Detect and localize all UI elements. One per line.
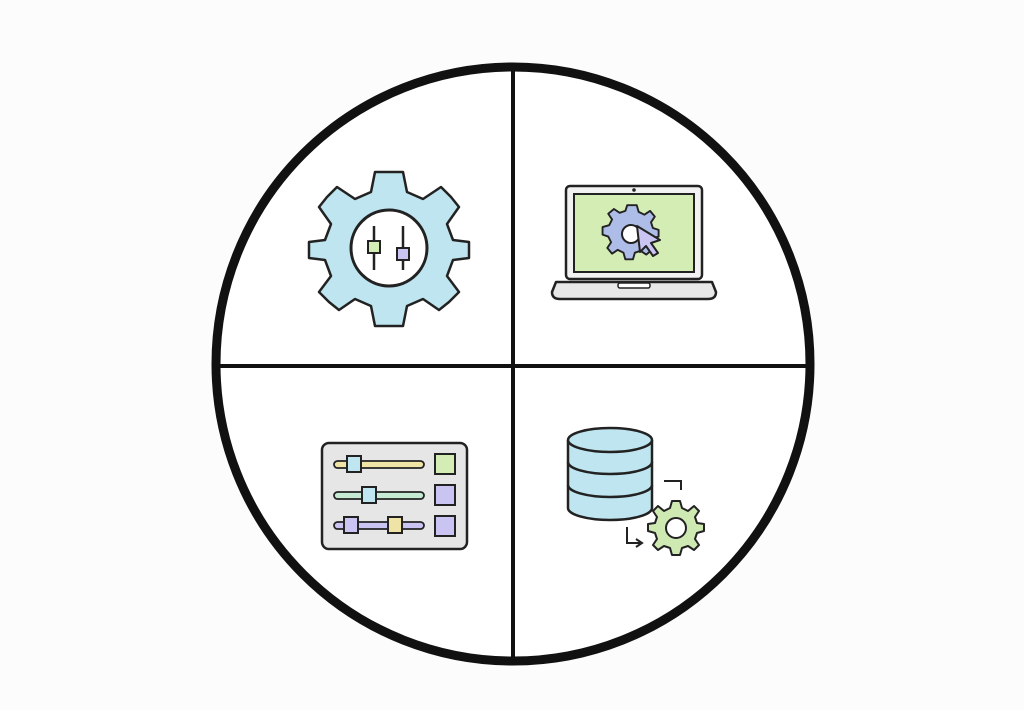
database-cylinder (566, 440, 654, 522)
laptop-base (550, 280, 718, 301)
gear-with-sliders-icon (307, 170, 471, 328)
laptop-settings-icon (550, 184, 718, 301)
database-top (566, 426, 654, 454)
connector-line (664, 480, 682, 490)
circle-frame (211, 62, 815, 666)
gear-inner-circle (349, 208, 429, 288)
slider-knob (361, 486, 377, 504)
slider-knob-green (367, 240, 381, 254)
swatch-lavender (434, 515, 456, 537)
slider-knob (343, 516, 359, 534)
slider-knob-purple (396, 247, 410, 261)
swatch-lavender (434, 484, 456, 506)
slider-panel-icon (320, 441, 469, 551)
swatch-green (434, 453, 456, 475)
database-gear-icon (566, 426, 705, 556)
slider-knob (346, 455, 362, 473)
cursor-arrow-icon (636, 225, 661, 257)
arrow-right-icon (626, 527, 640, 544)
small-gear-icon (647, 500, 705, 556)
slider-knob (387, 516, 403, 534)
